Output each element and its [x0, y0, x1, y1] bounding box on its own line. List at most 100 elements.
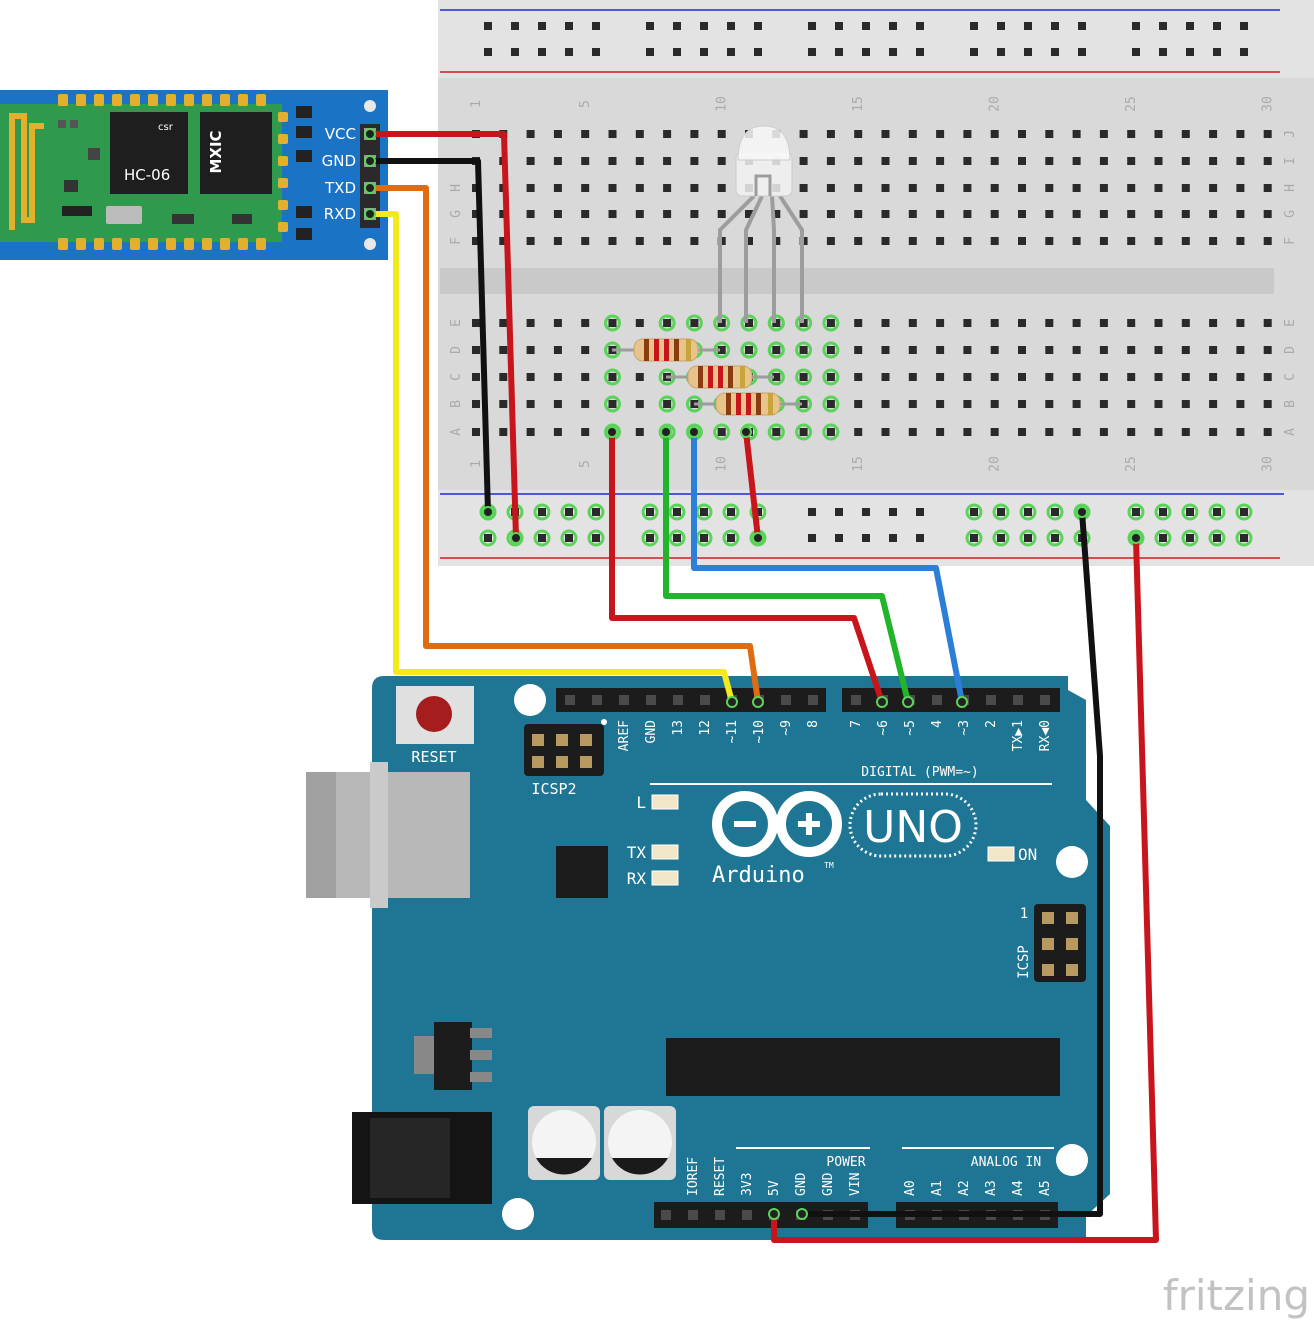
breadboard-hole[interactable]: [1072, 184, 1081, 192]
rail-hole[interactable]: [997, 508, 1005, 516]
breadboard-hole[interactable]: [1263, 157, 1272, 165]
breadboard-hole[interactable]: [472, 210, 480, 218]
rail-hole[interactable]: [997, 48, 1005, 56]
breadboard-hole[interactable]: [663, 319, 672, 327]
rail-hole[interactable]: [1159, 534, 1167, 542]
breadboard-hole[interactable]: [690, 210, 699, 218]
breadboard-hole[interactable]: [1045, 400, 1054, 408]
breadboard-hole[interactable]: [1099, 210, 1108, 218]
breadboard-hole[interactable]: [881, 157, 890, 165]
breadboard-hole[interactable]: [526, 157, 535, 165]
breadboard-hole[interactable]: [908, 428, 917, 436]
breadboard-hole[interactable]: [1181, 210, 1190, 218]
rail-hole[interactable]: [1213, 508, 1221, 516]
breadboard-hole[interactable]: [1209, 319, 1218, 327]
rail-hole[interactable]: [754, 22, 762, 30]
breadboard-hole[interactable]: [1209, 237, 1218, 245]
breadboard-hole[interactable]: [499, 400, 508, 408]
breadboard-hole[interactable]: [717, 346, 726, 354]
wire-end[interactable]: [364, 182, 376, 194]
breadboard-hole[interactable]: [854, 210, 863, 218]
breadboard-hole[interactable]: [990, 400, 999, 408]
wire-pin6-red[interactable]: [609, 432, 885, 703]
rail-hole[interactable]: [1051, 508, 1059, 516]
breadboard-hole[interactable]: [881, 130, 890, 138]
breadboard-hole[interactable]: [663, 184, 672, 192]
breadboard-hole[interactable]: [690, 130, 699, 138]
breadboard-hole[interactable]: [963, 428, 972, 436]
breadboard-hole[interactable]: [1099, 237, 1108, 245]
breadboard-hole[interactable]: [1154, 319, 1163, 327]
rail-hole[interactable]: [1240, 534, 1248, 542]
digital-socket[interactable]: [1013, 695, 1023, 705]
breadboard-hole[interactable]: [745, 237, 753, 245]
breadboard-hole[interactable]: [772, 346, 781, 354]
power-socket[interactable]: [661, 1210, 671, 1220]
wire-end[interactable]: [902, 696, 914, 708]
breadboard-hole[interactable]: [1045, 319, 1054, 327]
breadboard-hole[interactable]: [1236, 319, 1245, 327]
breadboard-hole[interactable]: [472, 428, 480, 436]
breadboard-hole[interactable]: [881, 184, 890, 192]
wire-end[interactable]: [740, 426, 752, 438]
breadboard-hole[interactable]: [826, 400, 835, 408]
breadboard-hole[interactable]: [1209, 400, 1218, 408]
digital-socket[interactable]: [986, 695, 996, 705]
breadboard-hole[interactable]: [1209, 184, 1218, 192]
breadboard-hole[interactable]: [1263, 130, 1272, 138]
breadboard-hole[interactable]: [799, 346, 808, 354]
breadboard-hole[interactable]: [717, 184, 726, 192]
rail-hole[interactable]: [538, 508, 546, 516]
breadboard-hole[interactable]: [1072, 237, 1081, 245]
breadboard-hole[interactable]: [608, 210, 617, 218]
breadboard-hole[interactable]: [963, 157, 972, 165]
breadboard-hole[interactable]: [1018, 157, 1026, 165]
digital-socket[interactable]: [646, 695, 656, 705]
breadboard-hole[interactable]: [553, 184, 562, 192]
rail-hole[interactable]: [835, 22, 843, 30]
wire-rxd-yellow[interactable]: [370, 211, 735, 703]
breadboard-hole[interactable]: [1263, 319, 1272, 327]
breadboard-hole[interactable]: [1045, 130, 1054, 138]
rail-hole[interactable]: [673, 508, 681, 516]
reset-button-cap[interactable]: [416, 696, 452, 732]
breadboard-hole[interactable]: [1072, 400, 1081, 408]
rail-hole[interactable]: [1024, 48, 1032, 56]
breadboard-hole[interactable]: [717, 157, 726, 165]
breadboard-hole[interactable]: [1181, 157, 1190, 165]
breadboard-hole[interactable]: [854, 319, 863, 327]
breadboard-hole[interactable]: [936, 400, 945, 408]
rail-hole[interactable]: [970, 22, 978, 30]
breadboard-hole[interactable]: [1209, 157, 1218, 165]
breadboard-hole[interactable]: [936, 130, 945, 138]
rail-hole[interactable]: [835, 48, 843, 56]
breadboard-hole[interactable]: [1099, 130, 1108, 138]
breadboard-hole[interactable]: [908, 157, 917, 165]
breadboard-hole[interactable]: [1018, 210, 1026, 218]
breadboard-hole[interactable]: [1236, 237, 1245, 245]
breadboard-hole[interactable]: [963, 210, 972, 218]
breadboard-hole[interactable]: [553, 428, 562, 436]
breadboard-hole[interactable]: [1181, 319, 1190, 327]
rail-hole[interactable]: [889, 22, 897, 30]
wire-end[interactable]: [688, 426, 700, 438]
rail-hole[interactable]: [1159, 48, 1167, 56]
breadboard-hole[interactable]: [799, 428, 808, 436]
breadboard-hole[interactable]: [1018, 130, 1026, 138]
breadboard-hole[interactable]: [499, 346, 508, 354]
breadboard-hole[interactable]: [472, 346, 480, 354]
breadboard-hole[interactable]: [1018, 428, 1026, 436]
rail-hole[interactable]: [916, 22, 924, 30]
breadboard-hole[interactable]: [1154, 373, 1163, 381]
rail-hole[interactable]: [1051, 48, 1059, 56]
rail-hole[interactable]: [1186, 22, 1194, 30]
wire-end[interactable]: [768, 1208, 780, 1220]
wire-end[interactable]: [364, 128, 376, 140]
breadboard-hole[interactable]: [553, 373, 562, 381]
rail-hole[interactable]: [916, 48, 924, 56]
breadboard-hole[interactable]: [936, 157, 945, 165]
rail-hole[interactable]: [592, 48, 600, 56]
breadboard-hole[interactable]: [526, 210, 535, 218]
breadboard-hole[interactable]: [963, 400, 972, 408]
breadboard-hole[interactable]: [936, 373, 945, 381]
